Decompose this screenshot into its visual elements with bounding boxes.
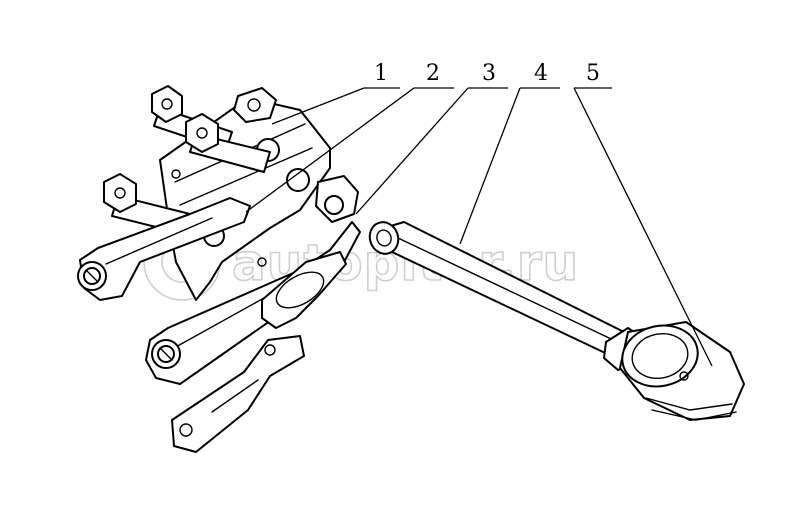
bolt-2 — [185, 113, 271, 173]
callout-5: 5 — [586, 61, 600, 86]
callout-1: 1 — [374, 61, 388, 86]
leader-1 — [271, 87, 400, 125]
callout-3: 3 — [482, 61, 496, 86]
bracket-foot — [171, 335, 305, 453]
leader-lines — [245, 87, 713, 367]
leader-5 — [573, 87, 713, 367]
callout-4: 4 — [534, 61, 548, 86]
leader-4 — [459, 87, 560, 245]
callout-labels: 1 2 3 4 5 — [374, 61, 600, 86]
leader-2 — [245, 87, 454, 213]
rocker-arm-left — [77, 197, 251, 301]
callout-2: 2 — [426, 61, 440, 86]
tappet-plate — [261, 251, 347, 329]
leader-3 — [355, 87, 508, 215]
tappet — [619, 321, 745, 421]
